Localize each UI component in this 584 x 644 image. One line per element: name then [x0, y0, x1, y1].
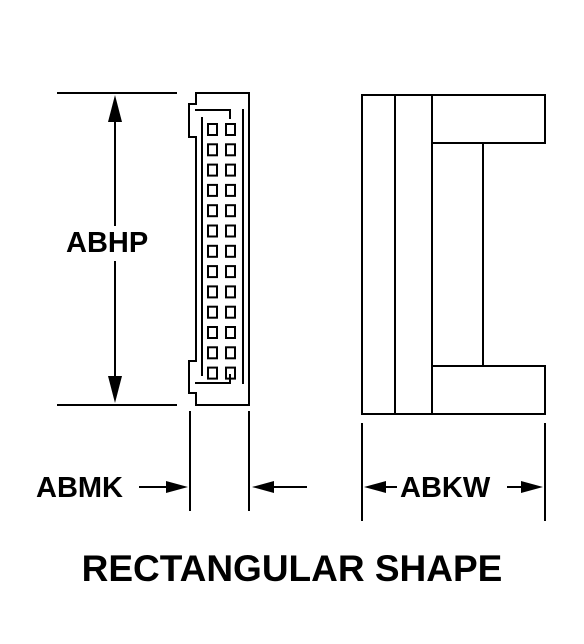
- thickness-arrow-left: [252, 481, 274, 493]
- contact-cavity: [225, 163, 236, 177]
- contact-cavity: [225, 326, 236, 339]
- height-arrow-down: [108, 376, 122, 403]
- contact-cavity: [225, 265, 236, 279]
- contact-cavity: [207, 204, 218, 218]
- contact-cavity: [225, 204, 236, 218]
- contact-cavity: [207, 123, 218, 136]
- contact-cavity: [207, 163, 218, 177]
- shape-caption: RECTANGULAR SHAPE: [81, 548, 503, 589]
- width-arrow-right: [521, 481, 543, 493]
- width-dimension: [361, 423, 546, 521]
- contact-cavity: [207, 244, 218, 258]
- contact-cavity: [225, 366, 236, 380]
- contact-cavity: [207, 346, 218, 360]
- contact-cavity: [207, 183, 218, 197]
- height-label: ABHP: [66, 227, 149, 259]
- contact-cavity: [225, 244, 236, 258]
- contact-grid: [207, 123, 236, 380]
- lower-arm: [431, 365, 546, 415]
- contact-cavity: [225, 346, 236, 360]
- contact-cavity: [225, 143, 236, 157]
- contact-cavity: [225, 224, 236, 238]
- contact-cavity: [207, 224, 218, 238]
- contact-cavity: [207, 143, 218, 157]
- connector-outline: [188, 92, 250, 406]
- contact-cavity: [207, 326, 218, 339]
- thickness-dimension: [139, 411, 307, 511]
- contact-cavity: [207, 285, 218, 299]
- contact-cavity: [207, 305, 218, 319]
- contact-cavity: [225, 183, 236, 197]
- width-label: ABKW: [400, 472, 491, 504]
- contact-cavity: [225, 123, 236, 136]
- thickness-label: ABMK: [36, 472, 123, 504]
- connector-top-view: [361, 94, 546, 415]
- height-dimension: [57, 92, 177, 406]
- upper-arm: [431, 94, 546, 144]
- height-arrow-up: [108, 95, 122, 122]
- connector-body: [361, 94, 433, 415]
- connector-front-view: [188, 92, 250, 406]
- contact-cavity: [225, 305, 236, 319]
- contact-cavity: [207, 265, 218, 279]
- thickness-arrow-right: [166, 481, 188, 493]
- upper-latch: [195, 109, 231, 119]
- contact-cavity: [225, 285, 236, 299]
- contact-cavity: [207, 366, 218, 380]
- width-arrow-left: [364, 481, 386, 493]
